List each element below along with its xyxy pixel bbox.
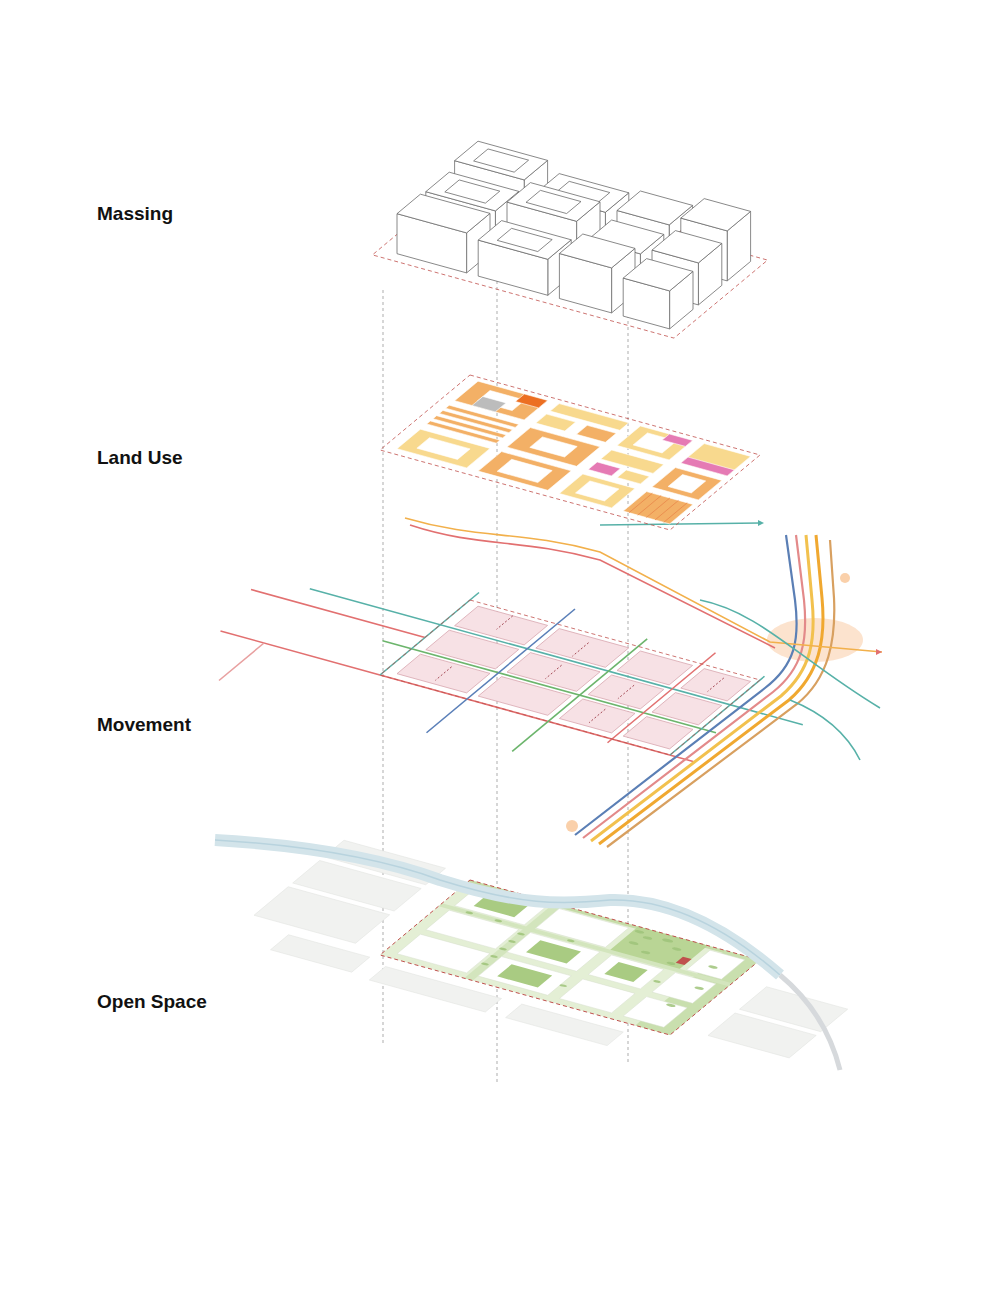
massing-layer [372, 141, 767, 338]
layer-label: Open Space [97, 991, 207, 1014]
open-space-layer [215, 840, 875, 1086]
layer-label: Land Use [97, 447, 183, 470]
movement-layer [161, 518, 882, 847]
layer-label: Movement [97, 714, 191, 737]
layer-label: Massing [97, 203, 173, 226]
land-use-layer [380, 375, 760, 530]
